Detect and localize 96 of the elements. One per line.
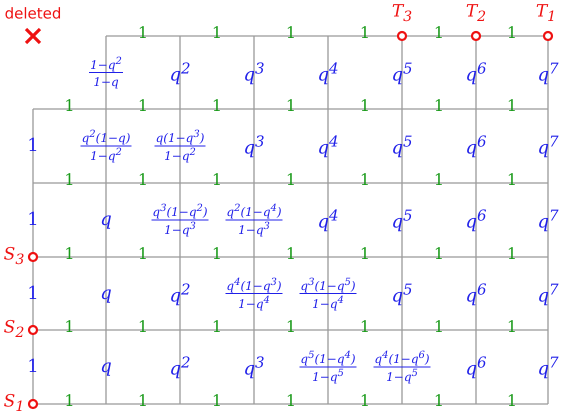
fraction-numerator: q$^{3}$(1−q$^{2}$) bbox=[152, 204, 208, 218]
fraction-denominator: 1−q$^{2}$ bbox=[90, 148, 122, 162]
edge-weight: 1 bbox=[27, 358, 39, 376]
fraction-denominator: 1−q$^{4}$ bbox=[312, 296, 344, 310]
edge-weight: q$^{7}$ bbox=[537, 282, 559, 305]
fraction-denominator: 1−q$^{5}$ bbox=[386, 369, 418, 383]
edge-weight: 1 bbox=[506, 172, 518, 188]
vertex-label: S$_{1}$ bbox=[4, 394, 24, 412]
edge-weight: q$^{6}$ bbox=[465, 356, 487, 378]
fraction-numerator: q$^{5}$(1−q$^{4}$) bbox=[300, 351, 356, 365]
edge-weight: q$^{3}$ bbox=[243, 61, 265, 84]
fraction-numerator: q$^{3}$(1−q$^{5}$) bbox=[300, 278, 356, 292]
edge-weight: 1 bbox=[212, 25, 222, 41]
fraction-denominator: 1−q$^{3}$ bbox=[164, 222, 196, 236]
edge-weight: q$^{2}$ bbox=[169, 61, 191, 84]
edge-weight: 1 bbox=[360, 25, 370, 41]
edge-weight: q bbox=[100, 211, 112, 229]
edge-weight: q$^{7}$ bbox=[537, 356, 559, 378]
edge-weight: 1 bbox=[434, 98, 444, 114]
edge-weight: q$^{4}$ bbox=[317, 61, 339, 84]
edge-weight: 1 bbox=[138, 98, 148, 114]
edge-weight: 1 bbox=[360, 98, 370, 114]
edge-weight: 1 bbox=[434, 172, 444, 188]
edge-weight: q$^{5}$ bbox=[391, 61, 413, 84]
edge-weight: 1 bbox=[27, 211, 39, 229]
edge-weight: 1 bbox=[434, 246, 444, 262]
edge-weight: q$^{5}$ bbox=[391, 134, 413, 158]
edge-weight: q$^{7}$ bbox=[537, 208, 559, 232]
edge-weight: 1 bbox=[138, 25, 148, 41]
annotation-label: deleted bbox=[4, 6, 62, 22]
edge-weight: 1 bbox=[212, 98, 222, 114]
edge-weight: q$^{2}$ bbox=[169, 282, 191, 305]
vertex-label: S$_{2}$ bbox=[4, 320, 24, 340]
edge-weight: q$^{6}$ bbox=[465, 208, 487, 232]
fraction-numerator: q$^{2}$(1−q) bbox=[82, 130, 130, 144]
edge-weight: q$^{5}$ bbox=[391, 282, 413, 305]
edge-weight: 1 bbox=[360, 246, 370, 262]
edge-weight: 1 bbox=[506, 393, 518, 409]
edge-weight: 1 bbox=[212, 393, 222, 409]
fraction-denominator: 1−q$^{4}$ bbox=[238, 296, 270, 310]
edge-weight: 1 bbox=[286, 319, 296, 335]
fraction-denominator: 1−q$^{5}$ bbox=[312, 369, 344, 383]
edge-weight: 1 bbox=[64, 393, 75, 409]
fraction-numerator: q$^{4}$(1−q$^{3}$) bbox=[226, 278, 282, 292]
fraction-numerator: q$^{2}$(1−q$^{4}$) bbox=[226, 204, 282, 218]
edge-weight: 1 bbox=[434, 319, 444, 335]
vertex-label: T$_{3}$ bbox=[392, 4, 412, 24]
edge-weight: 1 bbox=[286, 393, 296, 409]
edge-weight: 1 bbox=[286, 172, 296, 188]
edge-weight: 1 bbox=[286, 246, 296, 262]
edge-weight: 1 bbox=[64, 319, 75, 335]
edge-weight: 1 bbox=[138, 319, 148, 335]
edge-weight: q$^{7}$ bbox=[537, 61, 559, 84]
edge-weight: 1 bbox=[360, 393, 370, 409]
edge-weight: 1 bbox=[434, 393, 444, 409]
edge-weight: 1 bbox=[286, 25, 296, 41]
edge-weight: 1 bbox=[212, 319, 222, 335]
edge-weight: 1 bbox=[360, 319, 370, 335]
edge-weight: 1 bbox=[434, 25, 444, 41]
fraction-numerator: 1−q$^{2}$ bbox=[90, 56, 122, 70]
edge-weight: q$^{6}$ bbox=[465, 61, 487, 84]
fraction-numerator: q(1−q$^{3}$) bbox=[156, 130, 204, 144]
edge-weight: q$^{5}$ bbox=[391, 208, 413, 232]
edge-weight: q$^{2}$ bbox=[169, 356, 191, 378]
edge-weight: 1 bbox=[212, 172, 222, 188]
edge-weight: 1 bbox=[64, 98, 75, 114]
fraction-denominator: 1−q bbox=[93, 76, 119, 88]
vertex-label: T$_{2}$ bbox=[466, 4, 486, 24]
edge-weight: q$^{3}$ bbox=[243, 356, 265, 378]
vertex-label: T$_{1}$ bbox=[536, 4, 556, 24]
edge-weight: 1 bbox=[506, 319, 518, 335]
fraction-denominator: 1−q$^{3}$ bbox=[238, 222, 270, 236]
edge-weight: 1 bbox=[212, 246, 222, 262]
edge-weight: 1 bbox=[64, 172, 75, 188]
edge-weight: 1 bbox=[27, 137, 39, 155]
edge-weight: q bbox=[100, 358, 112, 376]
edge-weight: 1 bbox=[138, 246, 148, 262]
edge-weight: q$^{6}$ bbox=[465, 282, 487, 305]
edge-weight: 1 bbox=[27, 284, 39, 302]
edge-weight: q$^{3}$ bbox=[243, 134, 265, 158]
edge-weight: 1 bbox=[286, 98, 296, 114]
edge-weight: 1 bbox=[64, 246, 75, 262]
fraction-numerator: q$^{4}$(1−q$^{6}$) bbox=[374, 351, 430, 365]
edge-weight: q$^{4}$ bbox=[317, 134, 339, 158]
edge-weight: 1 bbox=[360, 172, 370, 188]
edge-weight: 1 bbox=[138, 172, 148, 188]
edge-weight: 1 bbox=[506, 25, 518, 41]
edge-weight: q$^{4}$ bbox=[317, 208, 339, 232]
edge-weight: 1 bbox=[506, 98, 518, 114]
edge-weight: q bbox=[100, 284, 112, 302]
fraction-denominator: 1−q$^{2}$ bbox=[164, 148, 196, 162]
edge-weight: q$^{7}$ bbox=[537, 134, 559, 158]
edge-weight: 1 bbox=[506, 246, 518, 262]
vertex-label: S$_{3}$ bbox=[4, 246, 24, 268]
edge-weight: q$^{6}$ bbox=[465, 134, 487, 158]
edge-weight: 1 bbox=[138, 393, 148, 409]
